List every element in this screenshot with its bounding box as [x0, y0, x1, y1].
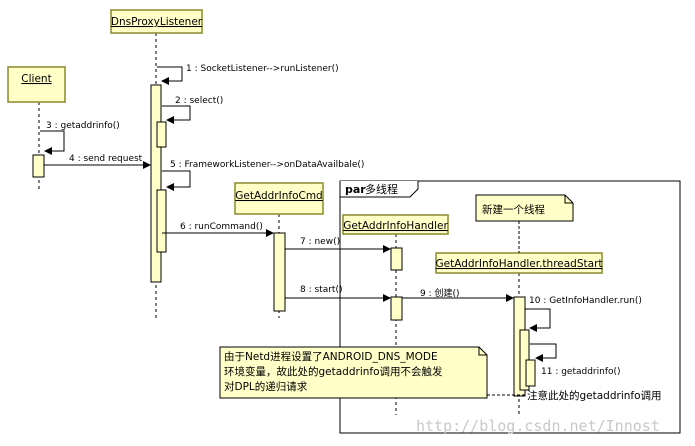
client-head-label: Client	[21, 73, 51, 85]
note-new-thread-text: 新建一个线程	[482, 203, 545, 216]
dnsproxy-activation	[150, 84, 162, 283]
cmd-head	[234, 182, 324, 215]
note-new-thread: 新建一个线程	[475, 194, 574, 253]
handler-head-label: GetAddrInfoHandler	[343, 220, 448, 232]
msg-1-arrow	[157, 66, 183, 85]
note-netd-line1: 由于Netd进程设置了ANDROID_DNS_MODE	[224, 350, 438, 363]
note-netd-line3: 对DPL的递归请求	[224, 380, 308, 393]
handler-new-activation	[390, 247, 403, 271]
msg-11-arrow	[530, 343, 557, 362]
cmd-activation	[273, 232, 286, 312]
msg-8-label: 8 : start()	[300, 285, 342, 295]
threadstart-getaddrinfo-activation	[525, 359, 536, 387]
client-activation	[32, 154, 45, 178]
msg-10-label: 10 : GetInfoHandler.run()	[529, 296, 642, 306]
cmd-head-label: GetAddrInfoCmd	[235, 190, 322, 202]
note-netd: 由于Netd进程设置了ANDROID_DNS_MODE 环境变量，故此处的get…	[219, 346, 526, 399]
lifeline-heads: DnsProxyListener Client GetAddrInfoCmd G…	[7, 9, 603, 274]
msg-2-label: 2 : select()	[175, 96, 223, 106]
msg-4-label: 4 : send request	[69, 154, 143, 164]
msg-2-arrow	[162, 105, 191, 124]
par-keyword: par	[345, 183, 366, 196]
messages	[40, 66, 557, 362]
dnsproxy-head-label: DnsProxyListener	[111, 16, 203, 28]
msg-5-arrow	[162, 170, 191, 191]
handler-head	[342, 214, 449, 235]
dnsproxy-ondata-activation	[156, 189, 167, 253]
msg-6-label: 6 : runCommand()	[180, 222, 263, 232]
watermark: http://blog.csdn.net/Innost	[416, 417, 660, 435]
par-label: 多线程	[365, 182, 398, 196]
dnsproxy-head	[110, 9, 203, 34]
activations	[32, 84, 536, 397]
note-attention: 注意此处的getaddrinfo调用	[527, 389, 662, 402]
msg-3-arrow	[40, 130, 65, 155]
msg-5-label: 5 : FrameworkListener-->onDataAvailbale(…	[170, 160, 364, 170]
dnsproxy-select-activation	[156, 121, 167, 148]
client-head	[7, 66, 66, 103]
threadstart-head-label: GetAddrInfoHandler.threadStart	[435, 258, 602, 270]
msg-9-label: 9 : 创建()	[420, 287, 460, 299]
msg-10-arrow	[525, 308, 551, 332]
message-labels: 1 : SocketListener-->runListener() 2 : s…	[46, 64, 642, 377]
msg-3-label: 3 : getaddrinfo()	[46, 121, 120, 131]
msg-7-label: 7 : new()	[300, 237, 340, 247]
par-fragment: par 多线程	[339, 180, 681, 434]
msg-1-label: 1 : SocketListener-->runListener()	[186, 64, 339, 74]
handler-start-activation	[390, 296, 403, 321]
note-netd-line2: 环境变量，故此处的getaddrinfo调用不会触发	[224, 365, 443, 378]
msg-11-label: 11 : getaddrinfo()	[541, 367, 621, 377]
